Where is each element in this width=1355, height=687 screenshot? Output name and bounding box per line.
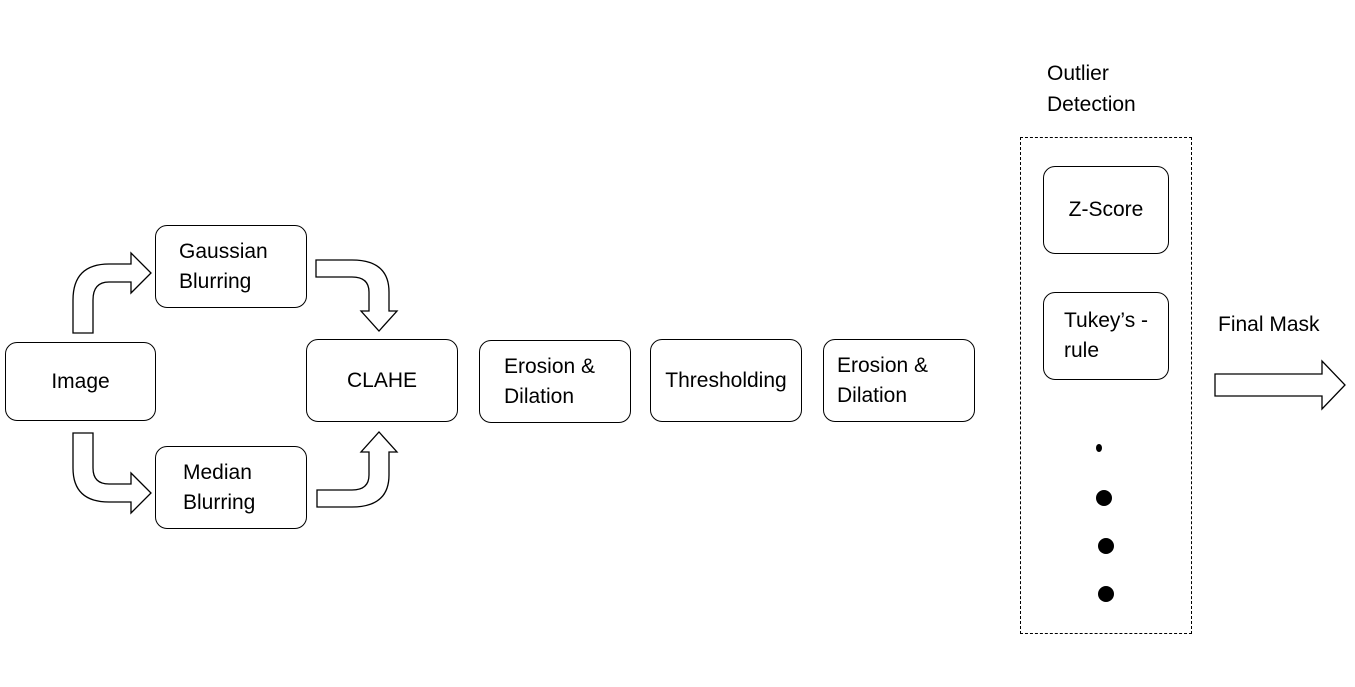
method-tukeys-rule-label: Tukey’s - rule bbox=[1064, 309, 1149, 362]
method-z-score: Z-Score bbox=[1043, 166, 1169, 254]
node-thresholding: Thresholding bbox=[650, 339, 802, 422]
method-tukeys-rule: Tukey’s - rule bbox=[1043, 292, 1169, 380]
node-erosion-dilation-1-label: Erosion & Dilation bbox=[504, 354, 596, 408]
ellipsis-dot bbox=[1096, 444, 1102, 452]
ellipsis-dots bbox=[1096, 444, 1114, 602]
node-gaussian-blurring: Gaussian Blurring bbox=[155, 225, 307, 308]
node-thresholding-label: Thresholding bbox=[665, 368, 787, 392]
arrow-image-to-median bbox=[72, 432, 152, 515]
arrow-image-to-gaussian bbox=[72, 251, 152, 334]
node-clahe-label: CLAHE bbox=[346, 368, 418, 392]
ellipsis-dot bbox=[1098, 538, 1114, 554]
node-erosion-dilation-2: Erosion & Dilation bbox=[823, 339, 975, 422]
node-median-blurring: Median Blurring bbox=[155, 446, 307, 529]
ellipsis-dot bbox=[1098, 586, 1114, 602]
node-erosion-dilation-2-label: Erosion & Dilation bbox=[837, 353, 929, 407]
node-erosion-dilation-1: Erosion & Dilation bbox=[479, 340, 631, 423]
final-mask-label: Final Mask bbox=[1218, 313, 1320, 336]
ellipsis-dot bbox=[1096, 490, 1112, 506]
node-gaussian-blurring-label: Gaussian Blurring bbox=[179, 239, 268, 293]
node-image-label: Image bbox=[51, 369, 110, 393]
node-median-blurring-label: Median Blurring bbox=[183, 460, 256, 514]
arrow-final-output bbox=[1214, 359, 1346, 411]
node-clahe: CLAHE bbox=[306, 339, 458, 422]
outlier-detection-title: Outlier Detection bbox=[1047, 62, 1136, 116]
method-z-score-label: Z-Score bbox=[1068, 198, 1144, 221]
arrow-gaussian-to-clahe bbox=[315, 259, 399, 332]
outlier-detection-group bbox=[1020, 137, 1192, 634]
node-image: Image bbox=[5, 342, 156, 421]
arrow-median-to-clahe bbox=[316, 431, 399, 508]
